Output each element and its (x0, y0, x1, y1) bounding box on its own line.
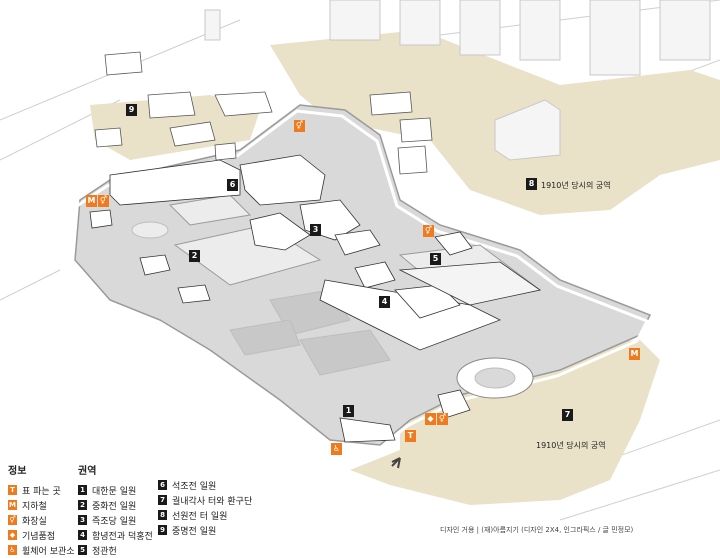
palace-buildings (89, 154, 541, 443)
ticket-icon: T (8, 485, 17, 495)
legend-row: T 표 파는 곳 (8, 483, 75, 497)
legend-info: 정보 T 표 파는 곳 M 지하철 ⚥ 화장실 ◆ 기념품점 ♿ 휠체어 보관소 (8, 462, 75, 558)
legend-row: 4 함녕전과 덕홍전 (78, 528, 153, 542)
palace-wall (70, 109, 650, 453)
legend-label: 화장실 (22, 516, 47, 527)
area-number: 5 (78, 545, 87, 555)
legend-label: 휠체어 보관소 (22, 546, 75, 557)
restroom-icon: ⚥ (8, 515, 17, 525)
restroom-icon[interactable]: ⚥ (98, 195, 109, 207)
restroom-icon[interactable]: ⚥ (423, 225, 434, 237)
souvenir-icon: ◆ (8, 530, 17, 540)
area-number: 9 (158, 525, 167, 535)
legend-info-title: 정보 (8, 466, 27, 477)
subway-icon: M (8, 500, 17, 510)
legend-label: 중명전 일원 (172, 526, 217, 537)
legend-label: 표 파는 곳 (22, 486, 61, 497)
area-number: 8 (158, 510, 167, 520)
wheelchair-icon: ♿ (8, 545, 17, 555)
area-number: 3 (78, 515, 87, 525)
area-number: 1 (78, 485, 87, 495)
legend-label: 중화전 일원 (92, 501, 137, 512)
area-number: 2 (78, 500, 87, 510)
legend-row: ♿ 휠체어 보관소 (8, 543, 75, 557)
area-marker-6[interactable]: 6 (227, 179, 238, 191)
legend-row: 8 선원전 터 일원 (158, 508, 252, 522)
legend-row: 3 즉조당 일원 (78, 513, 153, 527)
outer-buildings (94, 51, 433, 175)
legend-label: 선원전 터 일원 (172, 511, 228, 522)
area-marker-5[interactable]: 5 (430, 253, 441, 265)
legend-row: 2 중화전 일원 (78, 498, 153, 512)
legend-area-title: 권역 (78, 466, 97, 477)
entrance-arrow (391, 457, 401, 469)
legend-label: 궐내각사 터와 환구단 (172, 496, 253, 507)
area-marker-7[interactable]: 7 (562, 409, 573, 421)
legend-row: ◆ 기념품점 (8, 528, 75, 542)
legend-row: 1 대한문 일원 (78, 483, 153, 497)
area-marker-1[interactable]: 1 (343, 405, 354, 417)
palace-1910-label: 1910년 당시의 궁역 (541, 181, 611, 190)
area-number: 7 (158, 495, 167, 505)
restroom-icon[interactable]: ⚥ (294, 120, 305, 132)
garden-paths (131, 221, 534, 399)
legend-label: 기념품점 (22, 531, 56, 542)
area-marker-9[interactable]: 9 (126, 104, 137, 116)
legend-row: 6 석조전 일원 (158, 478, 252, 492)
legend-row: 7 궐내각사 터와 환구단 (158, 493, 252, 507)
area-marker-3[interactable]: 3 (310, 224, 321, 236)
ticket-icon[interactable]: T (405, 430, 416, 442)
legend-areas-continued: 6 석조전 일원 7 궐내각사 터와 환구단 8 선원전 터 일원 9 중명전 일원 (158, 478, 252, 538)
area-marker-8[interactable]: 8 (526, 178, 537, 190)
legend-label: 석조전 일원 (172, 481, 217, 492)
area-number: 6 (158, 480, 167, 490)
palace-1910-label: 1910년 당시의 궁역 (536, 441, 606, 450)
legend-label: 즉조당 일원 (92, 516, 137, 527)
subway-icon[interactable]: M (86, 195, 97, 207)
legend-label: 정관헌 (92, 546, 117, 557)
area-marker-4[interactable]: 4 (379, 296, 390, 308)
souvenir-icon[interactable]: ◆ (425, 413, 436, 425)
legend-areas: 권역 1 대한문 일원 2 중화전 일원 3 즉조당 일원 4 함녕전과 덕홍전 5 정관… (78, 462, 153, 558)
legend-row: 5 정관헌 (78, 543, 153, 557)
area-number: 4 (78, 530, 87, 540)
area-marker-2[interactable]: 2 (189, 250, 200, 262)
legend-label: 대한문 일원 (92, 486, 137, 497)
legend-label: 함녕전과 덕홍전 (92, 531, 153, 542)
restroom-icon[interactable]: ⚥ (437, 413, 448, 425)
legend-row: 9 중명전 일원 (158, 523, 252, 537)
credit-line: 디자인 거용 | (재)아름지기 (디자인 2X4, 인그라픽스 / 글 민정모… (440, 526, 634, 534)
legend-row: M 지하철 (8, 498, 75, 512)
wheelchair-icon[interactable]: ♿ (331, 443, 342, 455)
subway-icon[interactable]: M (629, 348, 640, 360)
city-buildings (204, 0, 711, 161)
legend-row: ⚥ 화장실 (8, 513, 75, 527)
legend-label: 지하철 (22, 501, 47, 512)
